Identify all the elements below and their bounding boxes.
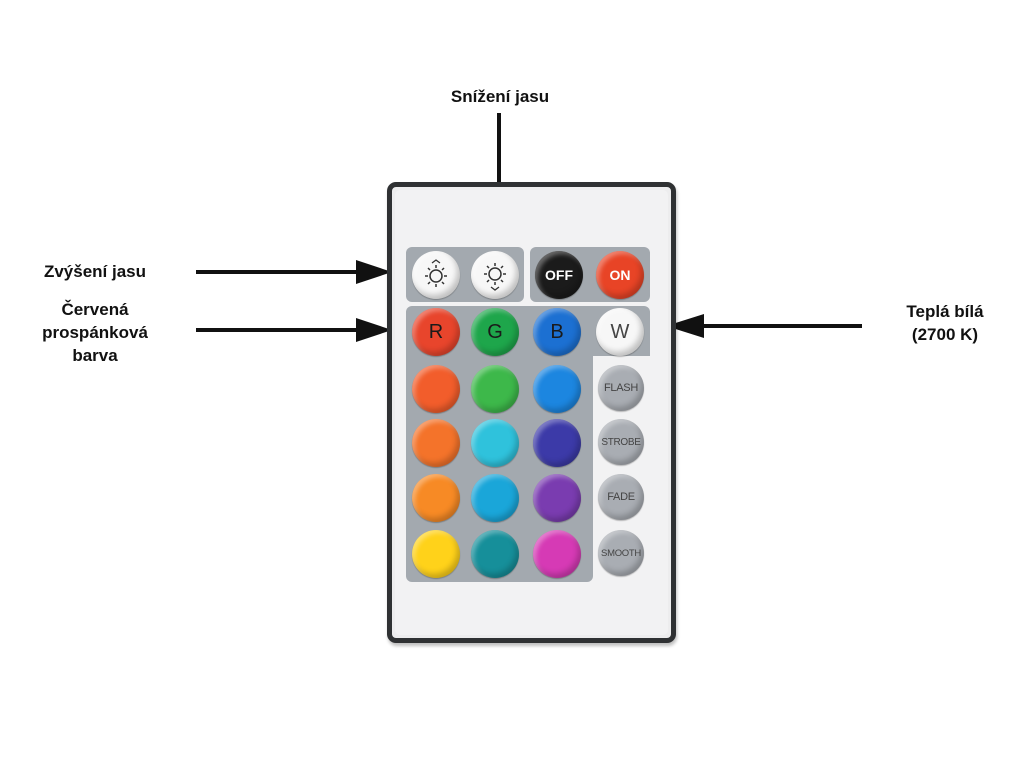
brightness-down-button[interactable] [471,251,519,299]
strobe-label: STROBE [601,436,641,448]
callout-line-2: prospánková [42,323,148,342]
callout-line-1: Červená [61,300,129,319]
fade-button[interactable]: FADE [598,474,644,520]
strobe-button[interactable]: STROBE [598,419,644,465]
arrow-tepla-bila [666,314,862,338]
red-button[interactable]: R [412,308,460,356]
callout-snizeni-jasu: Snížení jasu [450,87,550,106]
color-button-r1-c1[interactable] [412,365,460,413]
callout-tepla-bila: Teplá bílá (2700 K) [880,300,1010,346]
color-button-r1-c3[interactable] [533,365,581,413]
color-button-r4-c3[interactable] [533,530,581,578]
color-button-r4-c1[interactable] [412,530,460,578]
color-button-r4-c2[interactable] [471,530,519,578]
green-label: G [487,320,503,343]
white-button[interactable]: W [596,308,644,356]
blue-button[interactable]: B [533,308,581,356]
color-button-r3-c2[interactable] [471,474,519,522]
flash-label: FLASH [604,382,638,394]
callout-line-3: barva [72,346,118,365]
arrow-zvyseni-jasu [196,260,392,284]
on-label: ON [609,267,631,283]
color-button-r1-c2[interactable] [471,365,519,413]
arrow-cervena [196,318,392,342]
blue-label: B [550,320,564,343]
red-label: R [428,320,444,343]
color-button-r3-c1[interactable] [412,474,460,522]
color-button-r2-c3[interactable] [533,419,581,467]
color-button-r3-c3[interactable] [533,474,581,522]
brightness-up-button[interactable] [412,251,460,299]
flash-button[interactable]: FLASH [598,365,644,411]
on-button[interactable]: ON [596,251,644,299]
color-button-r2-c1[interactable] [412,419,460,467]
callout-zvyseni-jasu: Zvýšení jasu [43,262,147,281]
sun-arrows-up-icon [425,259,447,287]
callout-cervena-prospankova-barva: Červená prospánková barva [10,298,180,367]
color-button-r2-c2[interactable] [471,419,519,467]
off-button[interactable]: OFF [535,251,583,299]
smooth-button[interactable]: SMOOTH [598,530,644,576]
off-label: OFF [545,267,573,283]
fade-label: FADE [607,491,635,503]
callout-line-1: Teplá bílá [906,302,984,321]
green-button[interactable]: G [471,308,519,356]
smooth-label: SMOOTH [601,547,641,559]
sun-arrows-down-icon [484,263,506,291]
ir-remote-control: OFF ON R G B W FLASH STROBE FADE SMOOTH [387,182,676,643]
white-label: W [610,320,630,343]
callout-line-2: (2700 K) [911,325,979,344]
